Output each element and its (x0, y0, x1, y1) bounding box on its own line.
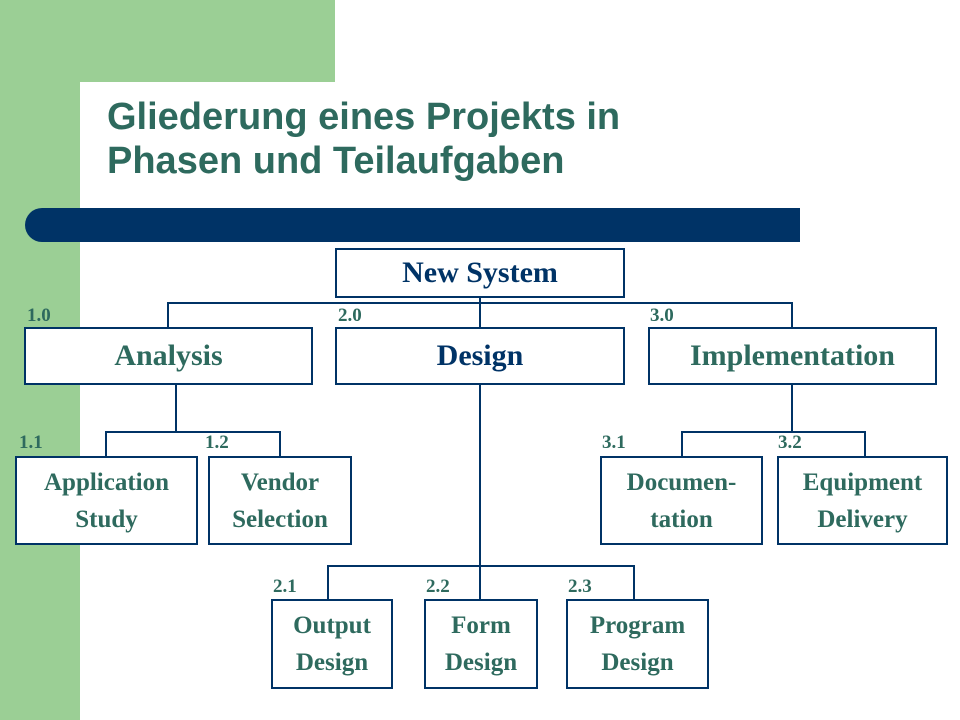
node-new-system: New System (335, 248, 625, 298)
node-vendor-selection-line1: Vendor (240, 468, 320, 496)
title-line-1: Gliederung eines Projekts in (107, 96, 621, 138)
node-output-design-line1: Output (293, 612, 371, 639)
node-equipment-delivery-line2: Delivery (817, 505, 908, 533)
node-design-label: Design (436, 339, 524, 372)
title-underline-bar (25, 208, 800, 242)
connector-design-bracket (327, 565, 635, 600)
node-form-design-line2: Design (444, 649, 518, 676)
node-new-system-label: New System (402, 256, 558, 289)
number-output-design: 2.1 (273, 576, 297, 597)
number-equipment-delivery: 3.2 (778, 432, 802, 453)
node-documentation-line2: tation (650, 505, 713, 533)
number-design: 2.0 (338, 305, 362, 326)
node-equipment-delivery-line1: Equipment (802, 468, 923, 496)
green-top-block (80, 0, 335, 82)
node-analysis-label: Analysis (114, 339, 223, 372)
number-application-study: 1.1 (19, 432, 43, 453)
node-form-design-line1: Form (451, 612, 511, 639)
number-program-design: 2.3 (568, 576, 592, 597)
node-application-study-line2: Study (75, 505, 138, 533)
node-program-design-line1: Program (589, 612, 686, 639)
node-implementation-label: Implementation (690, 339, 895, 372)
node-analysis: Analysis (24, 327, 313, 385)
connector-analysis-bracket (105, 431, 281, 457)
node-implementation: Implementation (648, 327, 937, 385)
node-application-study-line1: Application (43, 468, 170, 496)
node-vendor-selection-line2: Selection (232, 505, 328, 533)
node-design: Design (335, 327, 625, 385)
number-form-design: 2.2 (426, 576, 450, 597)
number-vendor-selection: 1.2 (205, 432, 229, 453)
connector-level1-bracket (167, 302, 793, 328)
node-documentation: Documen-tation (600, 456, 763, 545)
number-analysis: 1.0 (27, 305, 51, 326)
node-program-design-line2: Design (601, 649, 674, 676)
node-documentation-line1: Documen- (626, 468, 737, 496)
slide-title: Gliederung eines Projekts in Phasen und … (107, 95, 827, 183)
node-output-design-line2: Design (295, 649, 369, 676)
title-line-2: Phasen und Teilaufgaben (107, 140, 565, 182)
connector-implementation-bracket (681, 431, 866, 457)
number-documentation: 3.1 (602, 432, 626, 453)
number-implementation: 3.0 (650, 305, 674, 326)
